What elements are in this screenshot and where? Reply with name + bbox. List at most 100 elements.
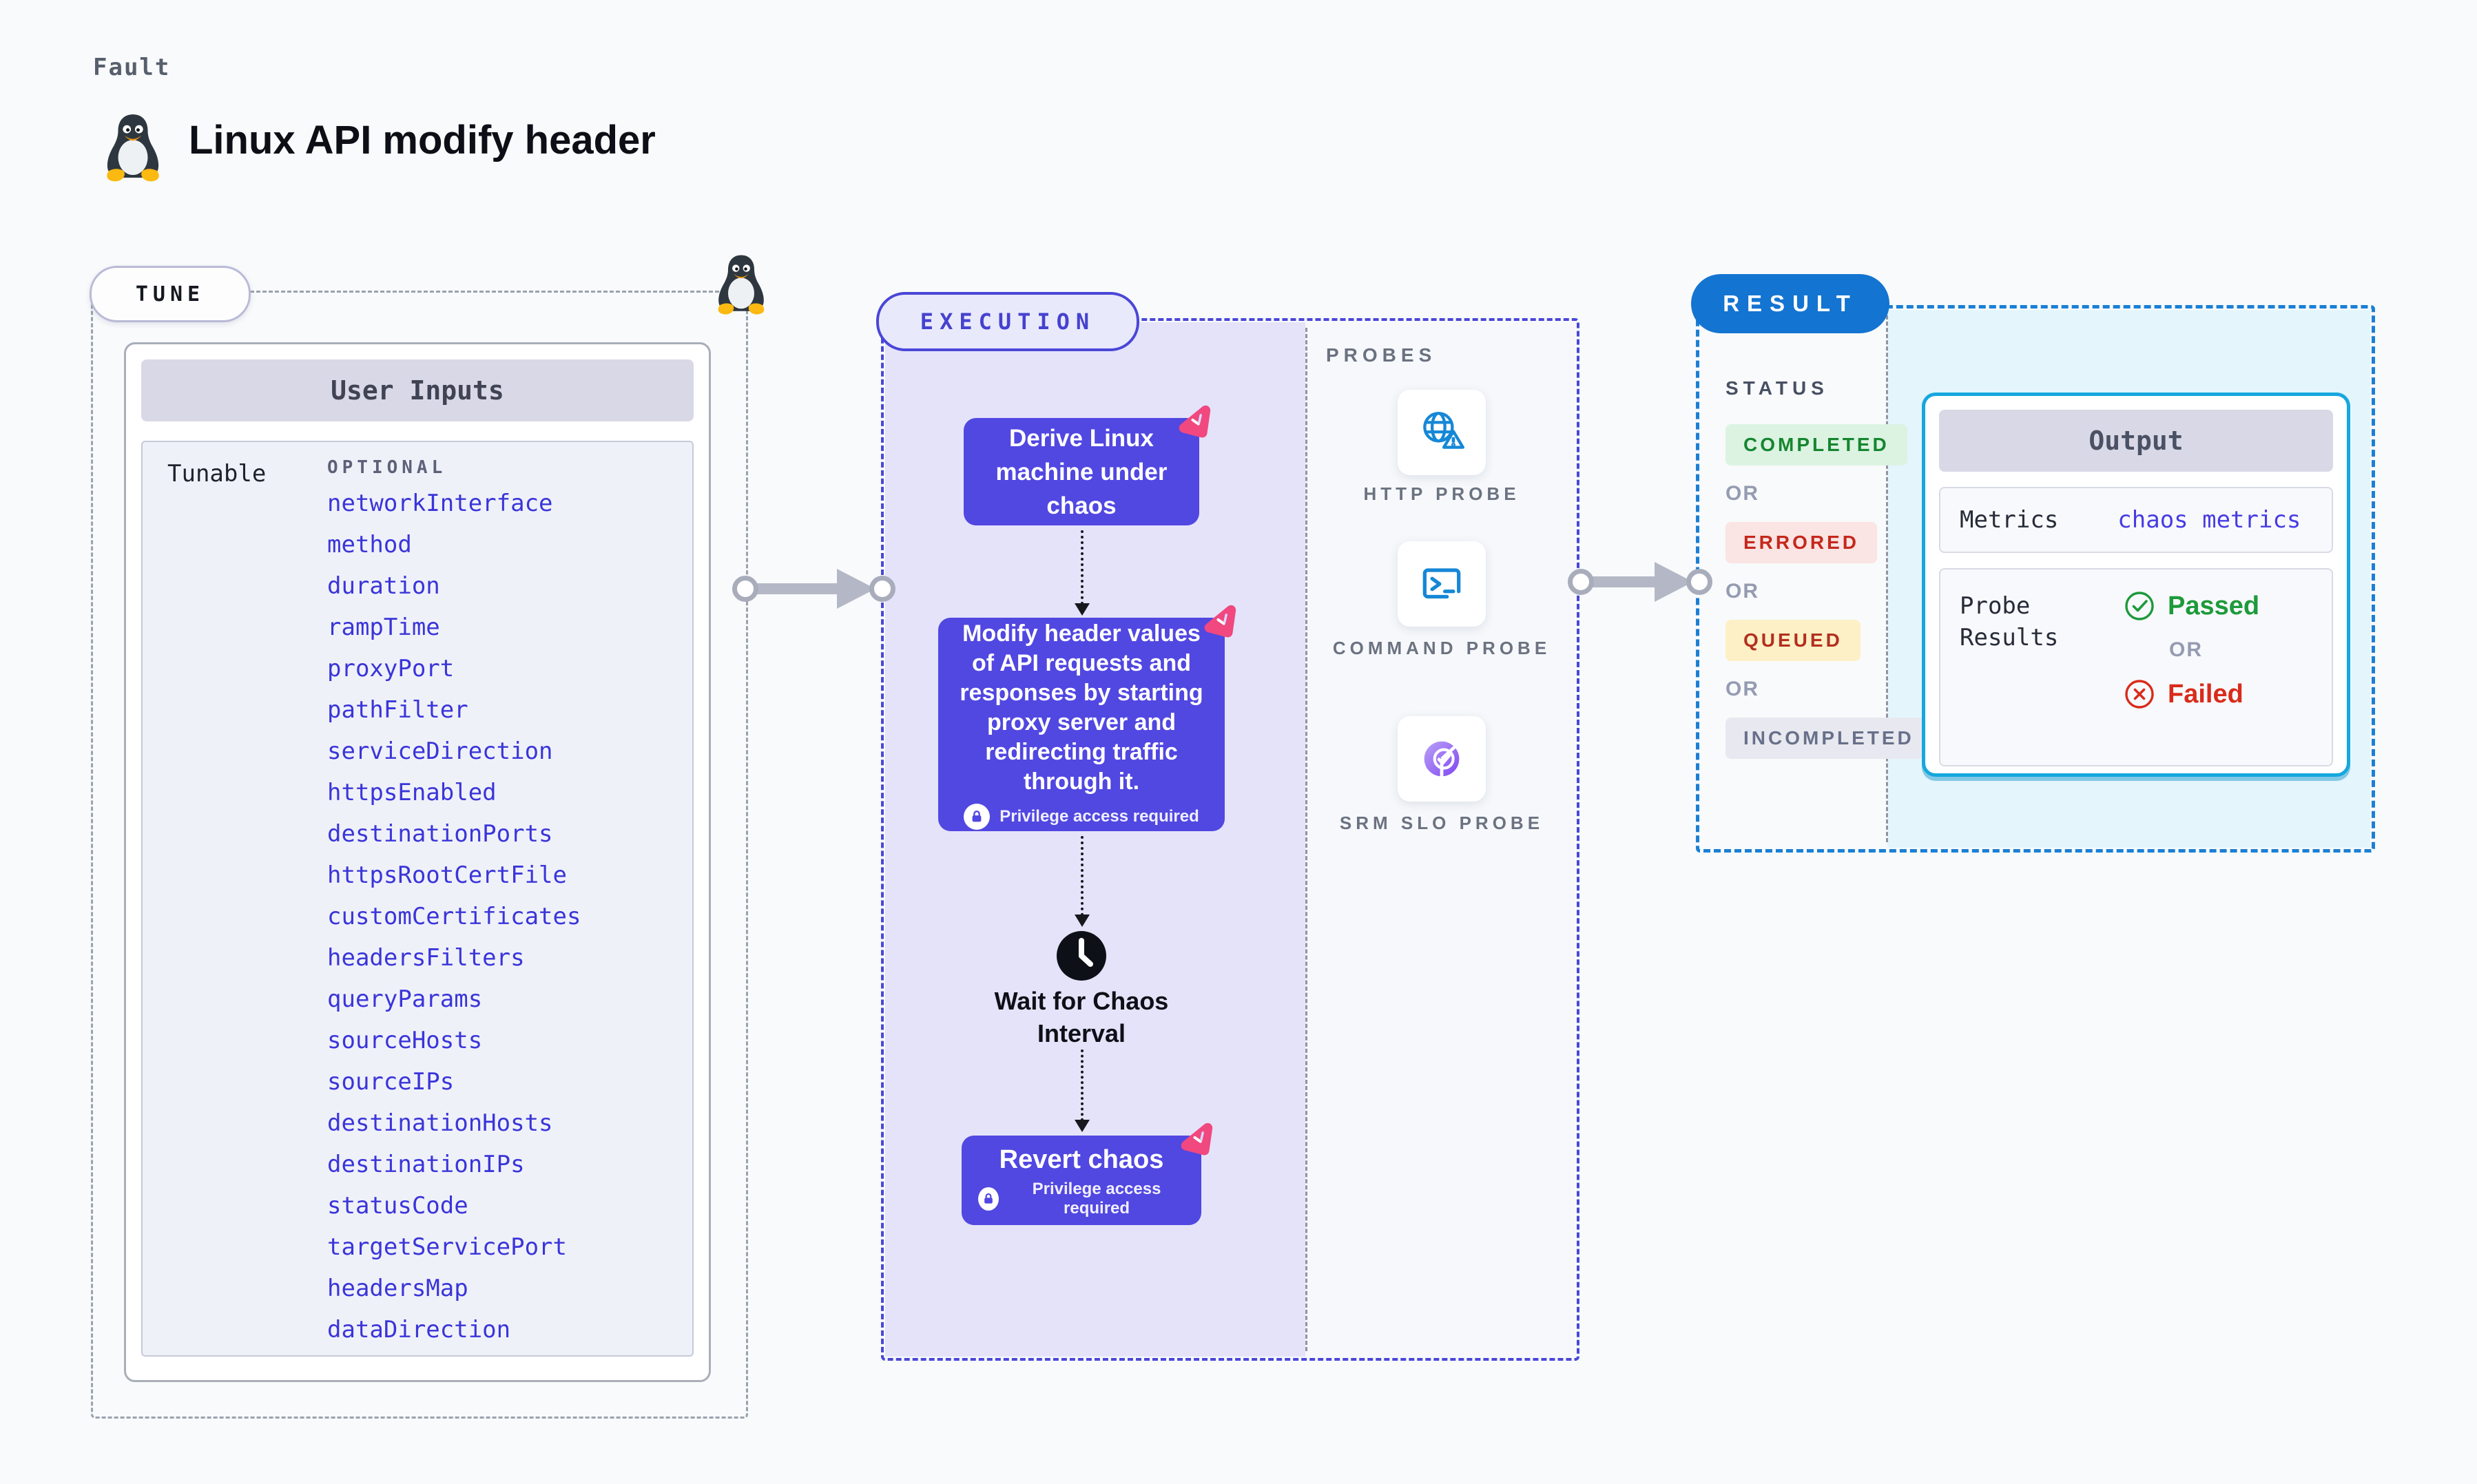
privilege-note: Privilege access required [964,804,1199,830]
chaos-icon [1179,405,1211,438]
tunable-item[interactable]: targetServicePort [327,1233,567,1261]
srm-slo-probe-icon [1424,741,1460,777]
linux-tux-corner-icon [718,255,765,315]
status-chip-incompleted: INCOMPLETED [1725,718,1932,759]
status-column: STATUS COMPLETED OR ERRORED OR QUEUED OR INCOM… [1725,377,1932,759]
flow-arrow-tune-to-execution [732,565,895,613]
tunable-item[interactable]: proxyPort [327,655,455,682]
privilege-label: Privilege access required [1032,1179,1161,1217]
result-badge: RESULT [1691,274,1889,333]
tunable-item[interactable]: headersMap [327,1275,468,1302]
connector-node [1568,569,1594,595]
metrics-label: Metrics [1960,506,2059,534]
arrow-shaft [749,583,840,594]
probes-separator [1305,328,1307,1351]
tunable-item[interactable]: sourceHosts [327,1027,483,1054]
tunable-item[interactable]: duration [327,572,440,600]
tunable-item[interactable]: rampTime [327,614,440,641]
failed-x-icon [2125,680,2154,709]
arrow-head [837,569,875,609]
tune-badge: TUNE [90,266,251,322]
step-derive-machine: Derive Linux machine under chaos [964,405,1211,525]
arrow-shaft [1584,576,1657,587]
tunable-item[interactable]: customCertificates [327,903,581,930]
srm-slo-probe-card[interactable] [1398,716,1486,802]
tunable-item[interactable]: statusCode [327,1192,468,1220]
step-label: Derive Linux machine under chaos [995,424,1168,519]
user-inputs-title: User Inputs [141,359,694,421]
step-modify-header: Modify header values of API requests and… [938,605,1236,831]
passed-check-icon [2125,592,2154,620]
execution-badge: EXECUTION [876,292,1139,351]
lock-icon [978,1187,999,1211]
tunables-list: networkInterface method duration rampTime pr… [327,492,581,1341]
http-probe-card[interactable] [1398,390,1486,475]
srm-slo-probe-label: SRM SLO PROBE [1339,813,1544,833]
tunable-item[interactable]: destinationHosts [327,1109,553,1137]
connector-node [732,576,758,602]
connector-node [1686,569,1712,595]
probes-title: PROBES [1326,344,1437,366]
status-chip-queued: QUEUED [1725,620,1861,661]
output-card: Output Metrics chaos metrics Probe Resul… [1922,393,2350,777]
metrics-row: Metrics chaos metrics [1939,487,2333,553]
fault-kicker: Fault [93,54,171,81]
output-title: Output [1939,410,2333,472]
lock-icon [964,804,991,830]
tunables-panel: Tunable OPTIONAL networkInterface method d… [141,441,694,1357]
or-separator: OR [1725,678,1759,700]
step-revert-chaos: Revert chaos Privilege access required [962,1122,1213,1225]
tunable-row-label: Tunable [167,460,267,488]
tunable-item[interactable]: httpsRootCertFile [327,861,567,889]
tunable-item[interactable]: queryParams [327,985,483,1013]
tunable-item[interactable]: sourceIPs [327,1068,455,1096]
status-chip-completed: COMPLETED [1725,424,1907,466]
tunable-item[interactable]: headersFilters [327,944,525,972]
command-probe-card[interactable] [1398,541,1486,627]
probe-results-label: Probe Results [1960,592,2059,651]
passed-label: Passed [2168,591,2260,620]
http-probe-icon [1423,412,1464,449]
page-title: Linux API modify header [189,118,656,163]
probes-zone [1305,322,1575,1357]
probe-results-row: Probe Results Passed OR Failed [1939,568,2333,766]
tunable-item[interactable]: serviceDirection [327,738,553,765]
status-items: COMPLETED OR ERRORED OR QUEUED OR INCOMPLETED [1725,424,1932,759]
privilege-label: Privilege access required [999,807,1199,826]
flow-connector [1074,1049,1090,1132]
chaos-icon [1204,605,1236,638]
tunable-item[interactable]: networkInterface [327,490,553,517]
optional-column-label: OPTIONAL [327,457,447,478]
tunable-item[interactable]: destinationPorts [327,820,553,848]
tunable-item[interactable]: pathFilter [327,696,468,724]
clock-icon [1057,931,1106,981]
tunable-item[interactable]: dataDirection [327,1316,511,1344]
or-separator: OR [2169,638,2203,661]
connector-node [869,576,895,602]
tunable-item[interactable]: httpsEnabled [327,779,497,806]
step-label: Revert chaos [999,1145,1164,1174]
chaos-metrics-link[interactable]: chaos metrics [2117,506,2301,534]
failed-state: Failed [2124,678,2259,710]
tunable-item[interactable]: method [327,531,412,558]
http-probe-label: HTTP PROBE [1363,483,1520,504]
chaos-icon [1181,1122,1213,1156]
flow-arrow-execution-to-result [1568,558,1712,606]
step-wait-interval: Wait for Chaos Interval [994,987,1169,1047]
passed-state: Passed [2124,590,2259,622]
or-separator: OR [1725,482,1759,505]
status-title: STATUS [1725,377,1829,399]
status-chip-errored: ERRORED [1725,522,1878,563]
flow-connector [1074,836,1090,927]
step-label: Modify header values of API requests and… [960,620,1203,795]
user-inputs-card: User Inputs Tunable OPTIONAL networkInte… [124,342,711,1382]
command-probe-label: COMMAND PROBE [1332,638,1551,658]
or-separator: OR [1725,580,1759,603]
tune-section [91,291,748,1419]
flow-connector [1074,530,1090,616]
failed-label: Failed [2168,679,2243,709]
command-probe-icon [1422,568,1461,599]
privilege-note: Privilege access required [978,1180,1185,1218]
tunable-item[interactable]: destinationIPs [327,1151,525,1178]
